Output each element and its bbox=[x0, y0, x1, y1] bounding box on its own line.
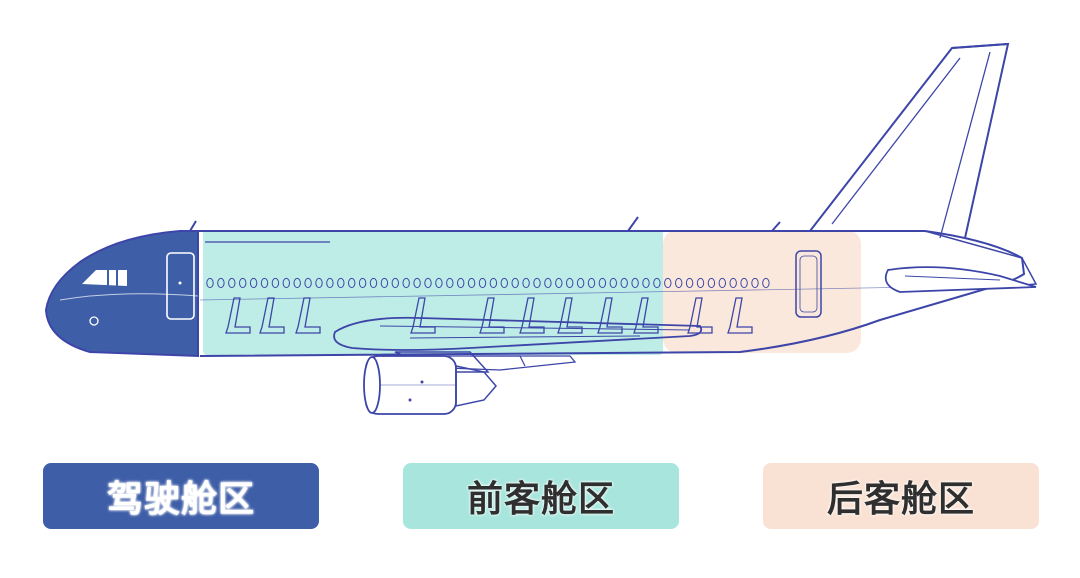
engine-detail-2 bbox=[408, 398, 412, 402]
seat bbox=[727, 297, 753, 334]
window bbox=[348, 277, 356, 289]
legend-rear-cabin-label: 后客舱区 bbox=[826, 479, 975, 520]
seat bbox=[633, 297, 659, 334]
window bbox=[402, 277, 410, 289]
window bbox=[239, 277, 247, 289]
antenna-rear bbox=[771, 221, 781, 232]
tail-inner-line bbox=[831, 51, 991, 239]
window bbox=[391, 277, 399, 289]
legend-front-cabin-label: 前客舱区 bbox=[466, 479, 615, 520]
window bbox=[424, 277, 432, 289]
legend-front-cabin: 前客舱区 bbox=[403, 463, 679, 529]
window bbox=[522, 277, 530, 289]
wing-flap bbox=[379, 325, 691, 339]
window bbox=[576, 277, 585, 289]
window bbox=[228, 277, 236, 289]
window bbox=[740, 277, 748, 289]
seat bbox=[479, 297, 505, 334]
window bbox=[642, 277, 650, 289]
rear-door bbox=[795, 250, 822, 318]
window bbox=[413, 277, 421, 289]
stabilizer-inner bbox=[904, 275, 1001, 281]
window bbox=[566, 277, 574, 289]
seat bbox=[519, 297, 545, 334]
front-cabin-zone bbox=[203, 230, 663, 355]
window bbox=[369, 277, 378, 289]
window bbox=[457, 277, 465, 289]
cockpit-zone bbox=[44, 230, 199, 358]
window bbox=[653, 277, 661, 289]
window bbox=[282, 277, 290, 289]
window bbox=[533, 277, 541, 289]
cockpit-windows bbox=[82, 270, 127, 286]
seat bbox=[687, 297, 713, 334]
window bbox=[446, 277, 454, 289]
gear-bay bbox=[470, 355, 526, 367]
window bbox=[315, 277, 323, 289]
window bbox=[675, 277, 683, 289]
window bbox=[555, 277, 563, 289]
window bbox=[631, 277, 639, 289]
legend-rear-cabin: 后客舱区 bbox=[763, 463, 1039, 529]
window bbox=[762, 277, 770, 289]
window bbox=[620, 277, 628, 289]
passenger-windows bbox=[206, 277, 770, 289]
seat bbox=[259, 297, 285, 334]
horizontal-stabilizer bbox=[884, 266, 1037, 293]
nose-gear-mark bbox=[89, 316, 99, 326]
tail-top-cap bbox=[951, 43, 1009, 49]
window bbox=[260, 277, 269, 289]
window bbox=[707, 277, 716, 289]
window bbox=[206, 277, 214, 289]
window bbox=[718, 277, 726, 289]
window bbox=[685, 277, 694, 289]
window bbox=[511, 277, 519, 289]
window bbox=[271, 277, 280, 289]
window bbox=[217, 277, 225, 289]
rear-door-inner bbox=[799, 255, 818, 313]
cockpit-door-handle bbox=[178, 281, 182, 285]
legend-cockpit-label: 驾驶舱区 bbox=[106, 479, 255, 520]
window bbox=[467, 277, 476, 289]
window bbox=[293, 277, 301, 289]
window bbox=[609, 277, 617, 289]
window bbox=[249, 277, 258, 289]
window bbox=[435, 277, 443, 289]
window bbox=[304, 277, 312, 289]
vertical-tail bbox=[809, 42, 1010, 239]
seat bbox=[597, 297, 623, 334]
seat bbox=[557, 297, 583, 334]
antenna-front bbox=[189, 220, 197, 232]
engine-exhaust bbox=[455, 365, 497, 407]
window bbox=[478, 277, 487, 289]
antenna-mid bbox=[627, 216, 639, 232]
seat bbox=[295, 297, 321, 334]
window bbox=[337, 277, 345, 289]
window bbox=[696, 277, 705, 289]
wing bbox=[333, 316, 703, 351]
tail-cone bbox=[924, 230, 1038, 289]
window bbox=[598, 277, 607, 289]
window bbox=[544, 277, 552, 289]
window bbox=[729, 277, 737, 289]
window bbox=[380, 277, 389, 289]
seat bbox=[225, 297, 251, 334]
window bbox=[489, 277, 498, 289]
legend-cockpit: 驾驶舱区 bbox=[43, 463, 319, 529]
rear-cabin-zone bbox=[663, 230, 861, 353]
window bbox=[500, 277, 508, 289]
cockpit-door bbox=[166, 252, 195, 320]
cabin-seats bbox=[225, 297, 753, 334]
window bbox=[326, 277, 334, 289]
window bbox=[664, 277, 672, 289]
window bbox=[751, 277, 759, 289]
nose-line bbox=[59, 293, 199, 301]
engine-detail bbox=[420, 380, 424, 384]
window bbox=[358, 277, 367, 289]
window bbox=[587, 277, 596, 289]
engine-inlet bbox=[363, 356, 381, 414]
